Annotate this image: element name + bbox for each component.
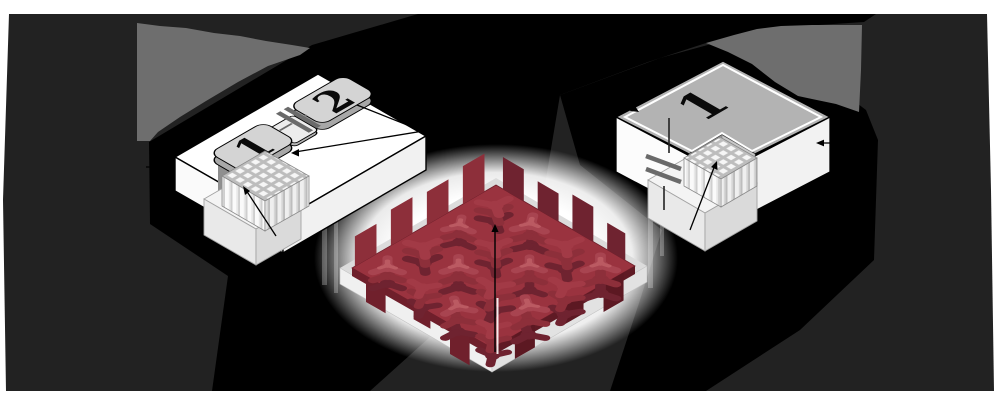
- gyroid-back-wall: [502, 157, 524, 202]
- capacitor-symbol-icon-right: [645, 118, 682, 210]
- gyroid-back-wall: [537, 181, 559, 222]
- gyroid-back-wall: [390, 197, 413, 246]
- annotation-arrows: [146, 87, 872, 352]
- left-lattice-arrowhead: [243, 186, 250, 195]
- gyroid-leader-arrowhead: [491, 224, 499, 232]
- gyroid-back-wall: [354, 223, 377, 267]
- gyroid-pillars: [354, 153, 626, 370]
- left-device: 1 2: [174, 73, 427, 266]
- capacitor-symbol-icon: [275, 106, 321, 133]
- step-callout-arrowhead: [291, 149, 299, 157]
- left-face-arrowhead: [167, 163, 175, 171]
- gyroid-back-wall: [607, 222, 626, 261]
- gyroid-back-wall: [426, 179, 449, 225]
- gyroid-back-wall: [462, 153, 485, 205]
- left-callout-beam: [137, 23, 310, 141]
- gyroid-back-wall: [572, 194, 594, 242]
- right-microlattice-cube: [683, 136, 758, 208]
- right-face-arrowhead: [816, 139, 824, 147]
- tile2-callout-line: [356, 104, 461, 147]
- right-top-arrowhead: [630, 104, 639, 112]
- right-top-arrow-line: [599, 87, 636, 111]
- right-lattice-arrowhead: [711, 161, 718, 170]
- top-face-inset-outline: [622, 63, 824, 153]
- right-callout-beam: [706, 25, 862, 112]
- left-lattice-arrow-line: [245, 189, 277, 237]
- right-device: 1: [615, 60, 831, 252]
- step-callout-line: [294, 124, 461, 153]
- right-lattice-arrow-line: [689, 164, 716, 231]
